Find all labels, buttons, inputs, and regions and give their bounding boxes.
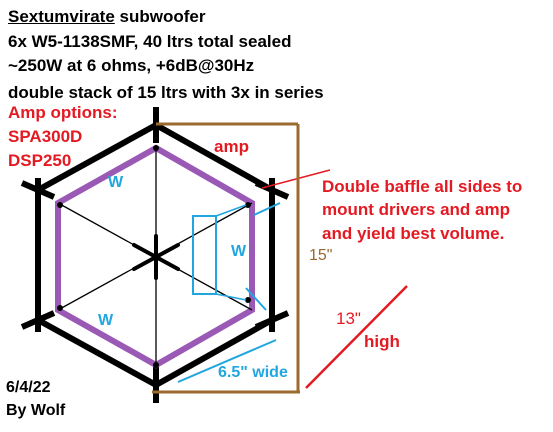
baffle-note-line-2: mount drivers and amp (322, 200, 510, 219)
driver-label-lower-left: W (98, 312, 114, 329)
amp-option-2: DSP250 (8, 151, 72, 170)
driver-label-right: W (231, 243, 247, 260)
baffle-note-line-3: and yield best volume. (322, 224, 505, 243)
width-dimension-label: 6.5" wide (218, 364, 288, 381)
baffle-note-line-1: Double baffle all sides to (322, 177, 523, 196)
amp-leader-line (261, 169, 331, 189)
amp-module-box (192, 215, 217, 295)
amp-options-heading: Amp options: (8, 103, 118, 122)
spec-line-power: ~250W at 6 ohms, +6dB@30Hz (8, 56, 255, 75)
width-panel-marks (177, 202, 281, 383)
height-dimension-label: 15" (309, 247, 333, 264)
amp-option-1: SPA300D (8, 127, 83, 146)
date-label: 6/4/22 (6, 379, 51, 396)
center-star-mark (132, 234, 180, 280)
height-dimension-lines (152, 122, 300, 394)
title-line: Sextumvirate subwoofer (8, 8, 205, 25)
depth-note-label: high (364, 332, 400, 351)
amp-module-leads (215, 204, 247, 301)
driver-label-upper-left: W (108, 174, 124, 191)
depth-dimension-line (305, 285, 408, 389)
spec-line-drivers: 6x W5-1138SMF, 40 ltrs total sealed (8, 32, 292, 51)
author-label: By Wolf (6, 402, 66, 419)
depth-dimension-label: 13" (336, 309, 361, 328)
title-rest: subwoofer (114, 7, 206, 26)
panel-extensions (20, 107, 290, 403)
title-bold: Sextumvirate (8, 7, 115, 26)
spec-line-stack: double stack of 15 ltrs with 3x in serie… (8, 83, 324, 102)
panel-joint-dots (57, 145, 251, 368)
amp-label: amp (214, 137, 249, 156)
